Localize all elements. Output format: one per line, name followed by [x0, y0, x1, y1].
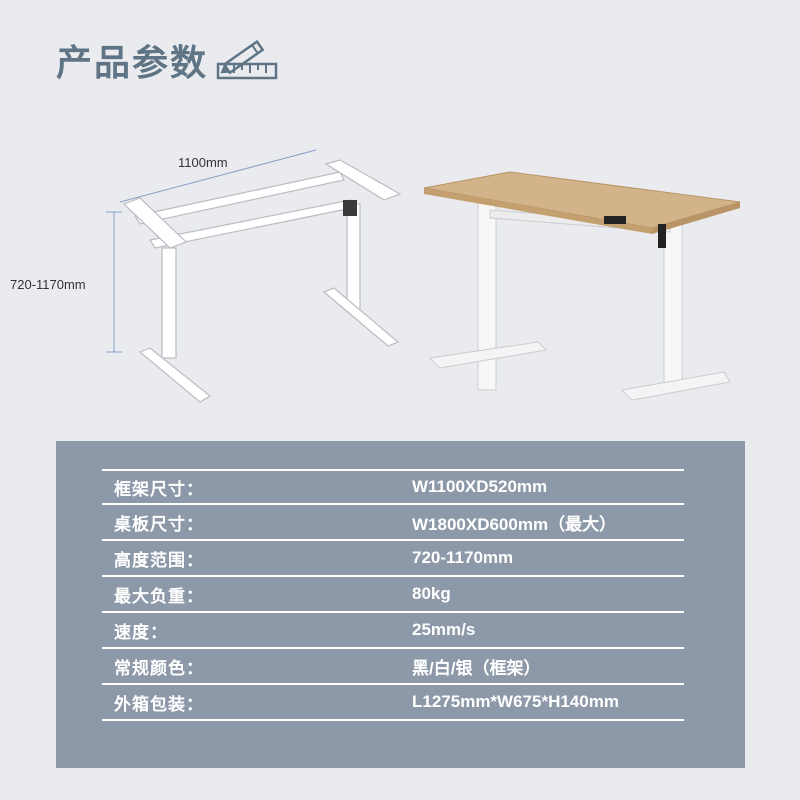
desk-render	[423, 171, 741, 401]
spec-label: 常规颜色：	[114, 658, 204, 679]
spec-row: 高度范围： 720-1170mm	[102, 541, 684, 577]
spec-row: 最大负重： 80kg	[102, 577, 684, 613]
page-title: 产品参数	[56, 43, 209, 84]
spec-value: 黑/白/银（框架）	[412, 658, 541, 678]
spec-label: 桌板尺寸：	[114, 514, 204, 535]
spec-label: 速度：	[114, 622, 168, 643]
spec-label: 最大负重：	[114, 586, 204, 607]
spec-row: 框架尺寸： W1100XD520mm	[102, 469, 684, 505]
spec-row: 速度： 25mm/s	[102, 613, 684, 649]
spec-value: W1800XD600mm（最大）	[412, 514, 617, 534]
spec-table: 框架尺寸： W1100XD520mm 桌板尺寸： W1800XD600mm（最大…	[102, 469, 684, 721]
spec-row: 外箱包装： L1275mm*W675*H140mm	[102, 685, 684, 721]
spec-value: 720-1170mm	[412, 548, 514, 567]
width-dimension-label: 1100mm	[178, 155, 228, 170]
spec-value: L1275mm*W675*H140mm	[412, 692, 619, 711]
spec-value: 80kg	[412, 584, 451, 603]
spec-label: 外箱包装：	[114, 694, 204, 715]
product-diagram	[106, 149, 741, 403]
height-dimension-label: 720-1170mm	[10, 277, 86, 292]
frame-drawing	[106, 149, 317, 353]
spec-value: 25mm/s	[412, 620, 476, 639]
spec-row: 常规颜色： 黑/白/银（框架）	[102, 649, 684, 685]
page-header: 产品参数	[56, 34, 280, 86]
spec-panel: 框架尺寸： W1100XD520mm 桌板尺寸： W1800XD600mm（最大…	[56, 441, 745, 768]
spec-row: 桌板尺寸： W1800XD600mm（最大）	[102, 505, 684, 541]
motor-box	[343, 200, 357, 216]
frame-structure	[122, 159, 402, 403]
spec-value: W1100XD520mm	[412, 477, 548, 496]
spec-label: 高度范围：	[114, 550, 204, 571]
spec-label: 框架尺寸：	[114, 479, 204, 500]
pencil-ruler-icon	[216, 39, 278, 80]
